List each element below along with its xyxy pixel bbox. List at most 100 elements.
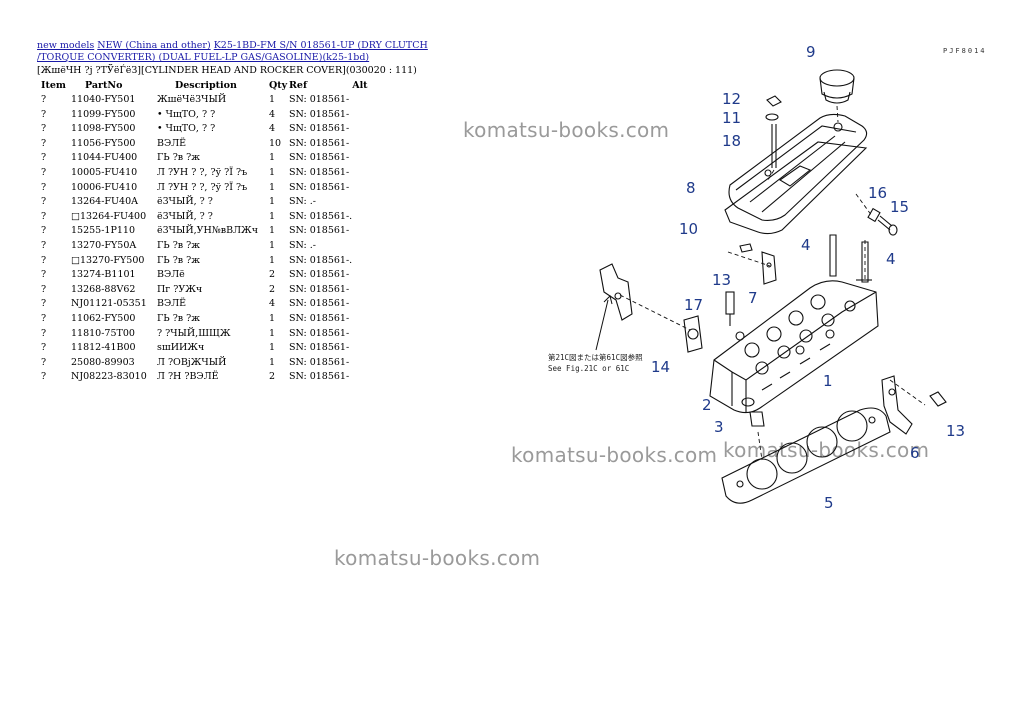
cell-ref: SN: 018561-.: [289, 254, 353, 266]
cell-ref: SN: 018561-: [289, 342, 350, 354]
cell-alt: [352, 108, 372, 123]
head-gasket-drawing: [721, 407, 891, 504]
cell-ref: SN: .-: [289, 239, 316, 251]
cell-item: ?: [41, 152, 47, 164]
cell-alt: [352, 327, 372, 342]
header-ref: Ref: [289, 80, 308, 91]
cell-ref: SN: 018561-: [289, 166, 350, 178]
cell-qty: 1: [269, 94, 276, 105]
cell-qty: 4: [269, 298, 276, 310]
callout-3: 3: [714, 418, 724, 436]
cell-description: ВЭЛЁ: [157, 137, 187, 149]
breadcrumb-link-new-models[interactable]: new models: [37, 40, 95, 51]
cell-item: ?: [41, 94, 47, 105]
small-fitting-drawing: [867, 207, 898, 236]
cell-partno: 11810-75T00: [71, 327, 135, 339]
bolt-drawing: [765, 95, 782, 168]
cell-qty: 1: [269, 327, 276, 339]
callout-9: 9: [806, 43, 816, 61]
plug-drawing: [741, 397, 765, 427]
cell-item: ?: [41, 123, 47, 135]
cell-partno: 11099-FY500: [71, 108, 136, 120]
cell-alt: [352, 268, 372, 283]
engine-bracket-drawing: [881, 375, 947, 435]
cell-partno: 13274-B1101: [71, 269, 136, 281]
breadcrumb-link-model[interactable]: K25-1BD-FM S/N 018561-UP (DRY CLUTCH /TO…: [37, 40, 428, 63]
header-partno: PartNo: [85, 80, 123, 91]
breadcrumb: new models NEW (China and other) K25-1BD…: [37, 40, 447, 64]
breadcrumb-link-region[interactable]: NEW (China and other): [97, 40, 211, 51]
cell-alt: [352, 181, 372, 196]
watermark: komatsu-books.com: [334, 546, 541, 570]
cell-item: ?: [41, 298, 47, 310]
header-item: Item: [41, 80, 66, 91]
cell-item: ?: [41, 269, 47, 281]
cell-partno: 10005-FU410: [71, 166, 138, 178]
cell-partno: NJ01121-05351: [71, 298, 147, 310]
cell-alt: [352, 341, 372, 356]
cell-description: ВЭЛё: [157, 269, 185, 281]
cell-item: ?: [41, 327, 47, 339]
cell-description: Л ?УН ? ?, ?ў ?Ї ?ъ: [157, 166, 248, 178]
cell-ref: SN: 018561-: [289, 123, 350, 135]
exploded-parts-diagram: 9 12 11 18 8 16 15 10 4 4 13 7 17 14 1 2…: [548, 43, 965, 512]
callout-13-right: 13: [946, 422, 965, 440]
cell-qty: 1: [269, 254, 276, 266]
cell-partno: 11098-FY500: [71, 123, 136, 135]
cell-partno: 15255-1P110: [71, 225, 135, 237]
cell-qty: 1: [269, 312, 276, 324]
sensor-drawing: [725, 291, 735, 326]
cell-alt: [352, 195, 372, 210]
cell-alt: [352, 224, 372, 239]
cell-alt: [352, 210, 372, 225]
cell-partno: 11056-FY500: [71, 137, 136, 149]
callout-8: 8: [686, 179, 696, 197]
cell-ref: SN: 018561-: [289, 312, 350, 324]
cell-ref: SN: 018561-: [289, 152, 350, 164]
cell-item: ?: [41, 166, 47, 178]
cell-description: ГЬ ?в ?ж: [157, 312, 201, 324]
header-qty: Qty: [269, 80, 288, 91]
cell-qty: 1: [269, 356, 276, 368]
cell-alt: [352, 297, 372, 312]
header-alt: Alt: [352, 80, 368, 91]
lift-bracket-drawing: [599, 263, 633, 321]
watermark: komatsu-books.com: [511, 443, 718, 467]
parts-table-header: Item PartNo Description Qty Ref Alt: [37, 79, 372, 93]
cell-item: ?: [41, 210, 47, 222]
section-title: [ЖшёЧН ?ј ?ТЎёЃёЗ][CYLINDER HEAD AND ROC…: [37, 65, 417, 76]
cell-ref: SN: 018561-: [289, 356, 350, 368]
cell-ref: SN: 018561-: [289, 94, 350, 105]
cell-partno: □13270-FY500: [71, 254, 145, 266]
callout-12: 12: [722, 90, 741, 108]
cell-alt: [352, 370, 372, 385]
cell-ref: SN: 018561-: [289, 137, 350, 149]
thermostat-housing-drawing: [683, 315, 703, 353]
cell-description: sшИИЖч: [157, 342, 205, 354]
callout-16: 16: [868, 184, 887, 202]
callout-18: 18: [722, 132, 741, 150]
reference-note-en: See Fig.21C or 61C: [548, 364, 629, 373]
cell-item: ?: [41, 371, 47, 383]
cell-description: Л ?Н ?ВЭЛЁ: [157, 371, 219, 383]
cell-ref: SN: 018561-: [289, 327, 350, 339]
callout-7: 7: [748, 289, 758, 307]
callout-4-right: 4: [886, 250, 896, 268]
parts-table: Item PartNo Description Qty Ref Alt ?110…: [37, 79, 372, 385]
cell-alt: [352, 254, 372, 269]
oil-filler-cap-drawing: [819, 69, 855, 104]
cell-description: ГЬ ?в ?ж: [157, 152, 201, 164]
rocker-cover-gasket-drawing: [724, 141, 868, 235]
cell-qty: 1: [269, 239, 276, 251]
cell-item: ?: [41, 342, 47, 354]
